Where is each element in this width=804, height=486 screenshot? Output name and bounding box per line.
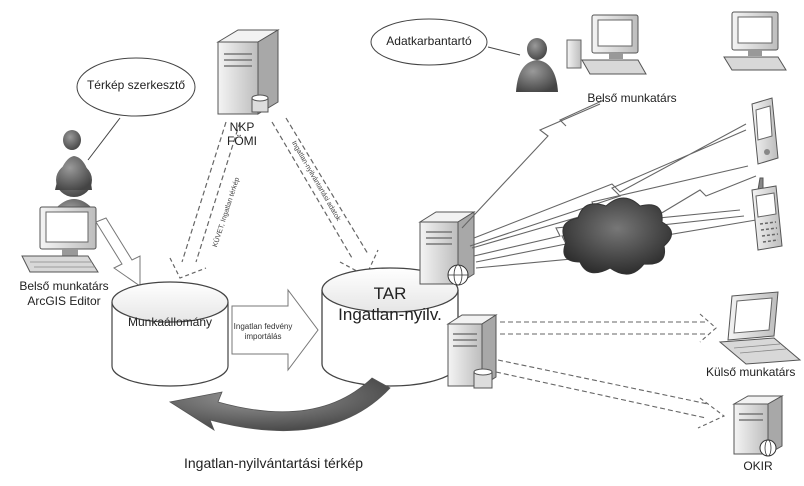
web-server-icon xyxy=(732,395,784,457)
label-adatkarbantarto: Adatkarbantartó xyxy=(386,34,472,48)
label-import-2: importálás xyxy=(244,332,282,341)
label-okir: OKIR xyxy=(743,459,773,473)
cloud-icon xyxy=(562,197,672,275)
mobile-phone-icon xyxy=(751,177,783,251)
label-tar: TAR xyxy=(373,284,407,303)
label-belso-munkatars-left: Belső munkatárs xyxy=(19,279,109,293)
label-kulso-munkatars: Külső munkatárs xyxy=(706,366,796,379)
workstation-icon xyxy=(21,206,99,273)
label-nkp: NKP xyxy=(229,120,255,134)
label-bottom-caption: Ingatlan-nyilvántartási térkép xyxy=(184,455,363,471)
label-belso-munkatars-top: Belső munkatárs xyxy=(587,91,677,105)
import-arrow xyxy=(231,288,319,372)
label-munkaallomany: Munkaállomány xyxy=(127,315,213,329)
label-import-1: Ingatlan fedvény xyxy=(233,322,293,331)
label-terkep-szerkeszto: Térkép szerkesztő xyxy=(86,78,186,92)
callout-adatkarbantarto xyxy=(370,18,521,66)
label-arcgis-editor: ArcGIS Editor xyxy=(27,294,101,308)
label-ingatlan-nyilv: Ingatlan-nyilv. xyxy=(338,305,442,324)
arrow-editor-to-workstation xyxy=(95,217,141,287)
workstation-icon xyxy=(566,14,647,75)
web-server-icon xyxy=(418,211,476,286)
curved-arrow-map-back xyxy=(168,377,391,432)
dashed-arrows-out xyxy=(495,313,726,429)
munkaallomany-database xyxy=(111,281,229,387)
workstation-icon xyxy=(723,11,787,71)
server-icon xyxy=(216,29,280,115)
callout-terkep-szerkeszto xyxy=(76,57,196,161)
dashed-arrow-kuvet xyxy=(169,121,241,279)
person-icon xyxy=(516,38,558,92)
database-server-icon xyxy=(446,314,498,389)
pda-icon xyxy=(751,97,779,165)
label-fomi: FÖMI xyxy=(227,134,257,148)
laptop-icon xyxy=(718,291,802,365)
